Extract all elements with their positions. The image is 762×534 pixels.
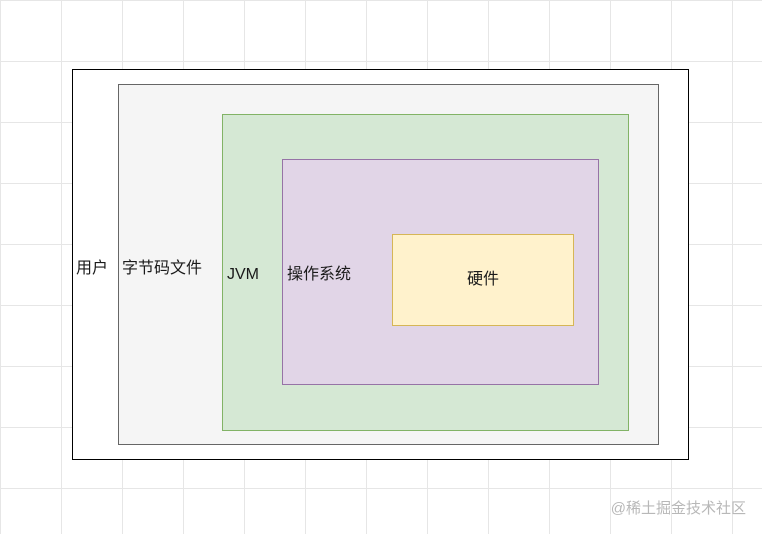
jvm-label: JVM (227, 266, 259, 283)
os-label: 操作系统 (287, 266, 352, 283)
bytecode-label: 字节码文件 (122, 260, 203, 277)
watermark: @稀土掘金技术社区 (610, 500, 746, 517)
user-label: 用户 (76, 260, 109, 277)
hardware-layer-box: 硬件 (392, 234, 574, 326)
hardware-label: 硬件 (466, 271, 499, 288)
